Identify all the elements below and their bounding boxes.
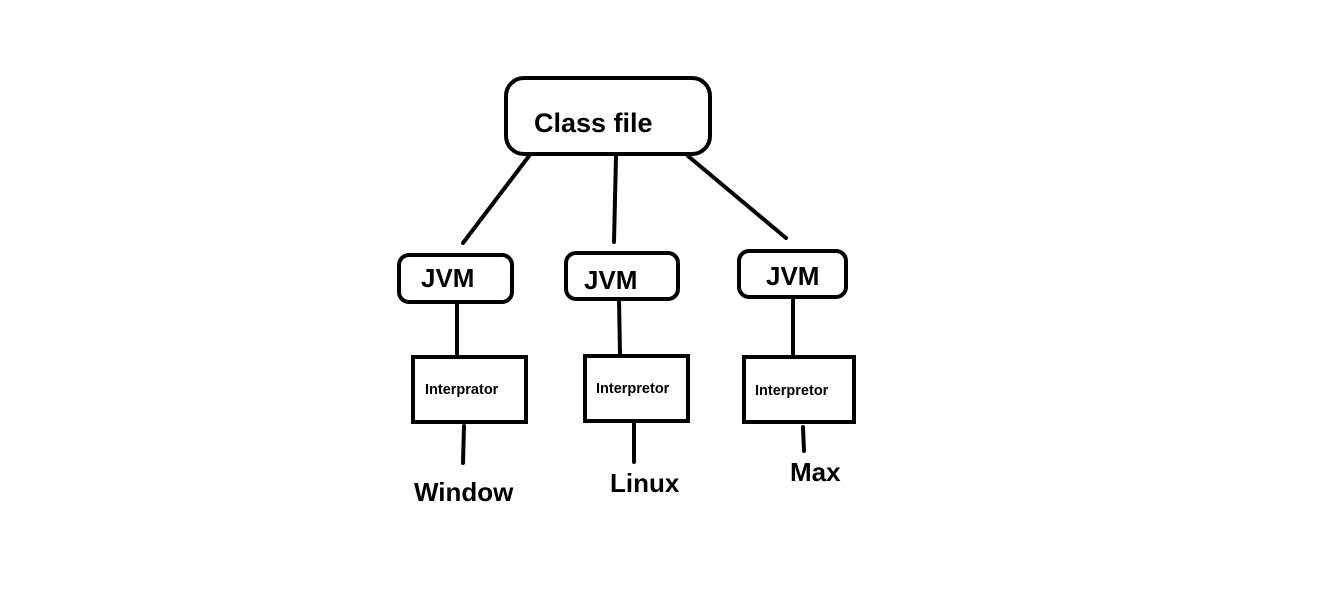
interpreter-node-3: Interpretor — [742, 355, 856, 424]
interpreter-label-2: Interpretor — [596, 381, 670, 397]
os-label-3: Max — [790, 457, 841, 487]
interpreter-node-box-1 — [411, 355, 528, 424]
os-label-2: Linux — [610, 468, 680, 498]
interpreter-node-box-2 — [583, 354, 690, 423]
interpreter-label-3: Interpretor — [755, 383, 829, 399]
os-label-1: Window — [414, 477, 514, 507]
jvm-label-3: JVM — [766, 261, 819, 291]
connector-root-jvm-2 — [612, 154, 618, 244]
connector-root-jvm-3 — [686, 154, 788, 240]
root-node-label: Class file — [534, 108, 653, 138]
root-node: Class file — [504, 76, 712, 156]
interpreter-label-1: Interprator — [425, 382, 499, 398]
interpreter-node-box-3 — [742, 355, 856, 424]
jvm-node-box-3 — [737, 249, 848, 299]
interpreter-node-1: Interprator — [411, 355, 528, 424]
jvm-node-2: JVM — [564, 251, 680, 301]
connector-jvm-2-interpreter-2 — [617, 297, 622, 357]
connector-root-jvm-1 — [461, 154, 531, 245]
interpreter-node-2: Interpretor — [583, 354, 690, 423]
root-node-box — [504, 76, 712, 156]
jvm-node-box-1 — [397, 253, 514, 304]
connector-interpreter-1-os-1 — [461, 424, 466, 465]
jvm-node-3: JVM — [737, 249, 848, 299]
jvm-label-1: JVM — [421, 263, 474, 293]
jvm-node-box-2 — [564, 251, 680, 301]
jvm-label-2: JVM — [584, 265, 637, 295]
connector-interpreter-3-os-3 — [801, 425, 806, 453]
jvm-node-1: JVM — [397, 253, 514, 304]
